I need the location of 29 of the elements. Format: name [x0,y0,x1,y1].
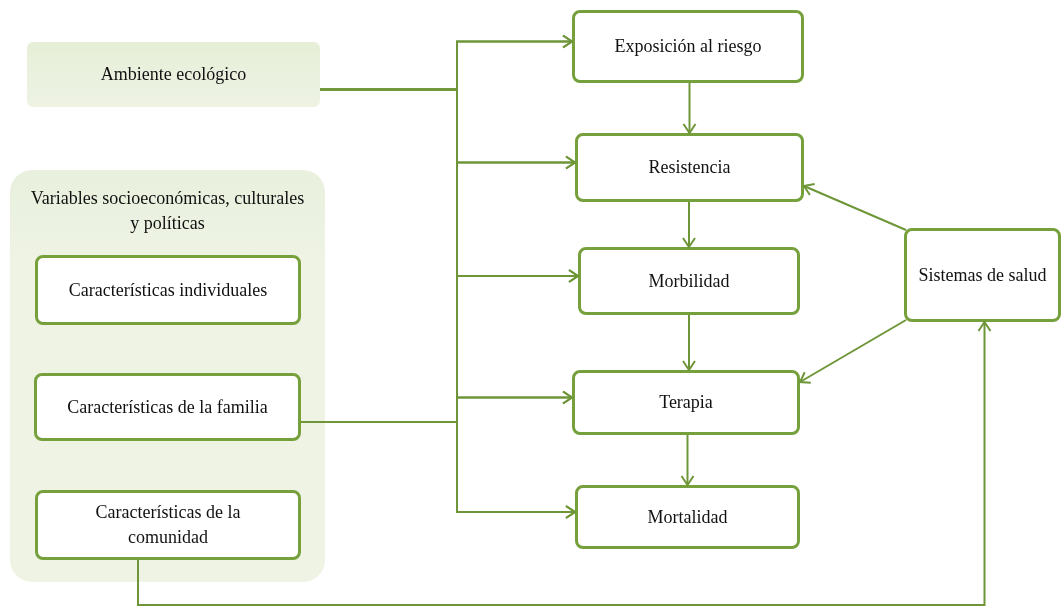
process-box [904,228,1061,322]
box-label: Morbilidad [648,269,730,293]
process-box [35,255,301,325]
box-label: Características de la familia [67,395,268,419]
process-box [578,247,800,315]
box-label: Características de la comunidad [94,501,242,549]
box-label: Sistemas de salud [918,263,1047,287]
box-label: Características individuales [68,278,268,302]
arrow [137,321,992,606]
box-label: Terapia [659,391,713,414]
process-box [572,370,800,435]
arrow [680,434,695,486]
box-label: Mortalidad [647,505,728,529]
box-label: Variables socioeconómicas, culturales y políticas [29,187,306,235]
process-box [34,373,301,441]
box-label: Exposición al riesgo [614,35,762,58]
arrow [682,314,696,371]
process-box [572,10,804,83]
box-label: Ambiente ecológico [100,63,247,86]
group-panel [10,170,325,582]
process-box [575,133,804,202]
process-box [575,485,800,549]
arrow [682,82,697,134]
arrow [682,201,696,248]
box-label: Resistencia [648,156,731,179]
process-box [35,490,301,560]
factor-box [27,42,320,107]
arrow [799,319,907,384]
arrow [803,183,907,231]
